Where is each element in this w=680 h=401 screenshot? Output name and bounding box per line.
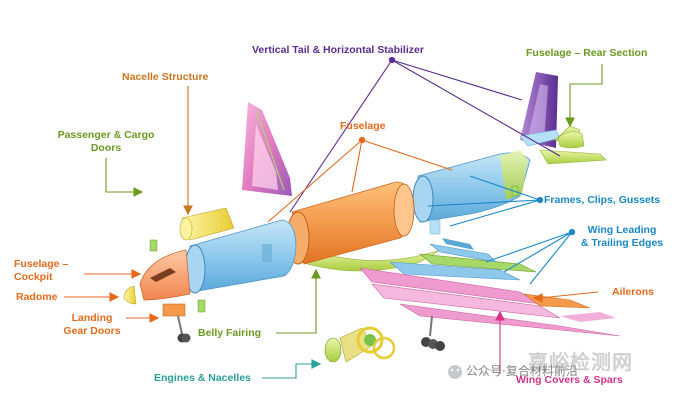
watermark-account: 公众号·复合材料前沿: [466, 364, 578, 378]
label-belly-fairing: Belly Fairing: [198, 327, 262, 339]
nacelle-structure-part: [179, 207, 235, 241]
watermark-brand: 嘉峪检测网: [528, 350, 633, 374]
label-cockpit-line2: Cockpit: [14, 271, 53, 283]
fuselage-front-section: [184, 219, 297, 294]
label-wing-edges-line1: Wing Leading: [587, 224, 657, 236]
label-radome: Radome: [16, 291, 58, 303]
exploded-tail-fin: [242, 102, 292, 196]
leader-doors: [105, 158, 144, 197]
leader-landing-gear: [126, 313, 160, 323]
label-vertical-tail: Vertical Tail & Horizontal Stabilizer: [252, 44, 424, 56]
door-part: [429, 219, 441, 235]
engine-part: [324, 326, 396, 363]
label-landing-gear: Landing Gear Doors: [48, 312, 136, 338]
label-doors-line1: Passenger & Cargo: [57, 129, 155, 141]
leader-fuselage: [267, 136, 453, 223]
leader-wing-edges: [485, 228, 576, 285]
label-cockpit-line1: Fuselage –: [14, 258, 69, 270]
leader-ailerons: [532, 291, 599, 303]
label-landing-gear-line2: Gear Doors: [63, 325, 121, 337]
main-landing-gear: [421, 315, 445, 351]
label-wing-edges-line2: & Trailing Edges: [580, 237, 664, 249]
label-fuselage: Fuselage: [340, 120, 386, 132]
leader-vertical-tail: [289, 56, 561, 213]
leader-cockpit: [84, 269, 142, 279]
label-cockpit: Fuselage – Cockpit: [14, 258, 68, 284]
leader-wing-covers: [495, 310, 505, 374]
label-engines: Engines & Nacelles: [154, 372, 251, 384]
fuselage-center-section: [286, 181, 415, 265]
leader-engines: [262, 359, 322, 379]
leader-frames: [427, 175, 544, 227]
label-doors: Passenger & Cargo Doors: [52, 129, 160, 155]
label-wing-covers: Wing Covers & Spars: [516, 374, 623, 386]
label-nacelle-structure: Nacelle Structure: [122, 71, 209, 83]
label-doors-line2: Doors: [90, 142, 122, 154]
label-fuselage-rear: Fuselage – Rear Section: [526, 47, 648, 59]
leader-belly-fairing: [276, 268, 321, 334]
radome-part: [123, 285, 137, 305]
leader-fuselage-rear: [565, 64, 603, 128]
label-landing-gear-line1: Landing: [71, 312, 113, 324]
label-wing-edges: Wing Leading & Trailing Edges: [570, 224, 674, 250]
door-part: [197, 299, 206, 313]
wechat-icon: [448, 365, 462, 379]
wing-assembly: [359, 238, 621, 337]
vertical-tail: [520, 72, 558, 148]
cockpit-section: [139, 249, 191, 301]
door-part: [149, 239, 158, 252]
label-frames: Frames, Clips, Gussets: [544, 194, 661, 206]
label-ailerons: Ailerons: [612, 286, 655, 298]
leader-radome: [64, 292, 120, 302]
fuselage-rear-cone: [557, 131, 585, 149]
leader-nacelle-structure: [183, 86, 193, 216]
landing-gear-doors-part: [162, 303, 191, 343]
